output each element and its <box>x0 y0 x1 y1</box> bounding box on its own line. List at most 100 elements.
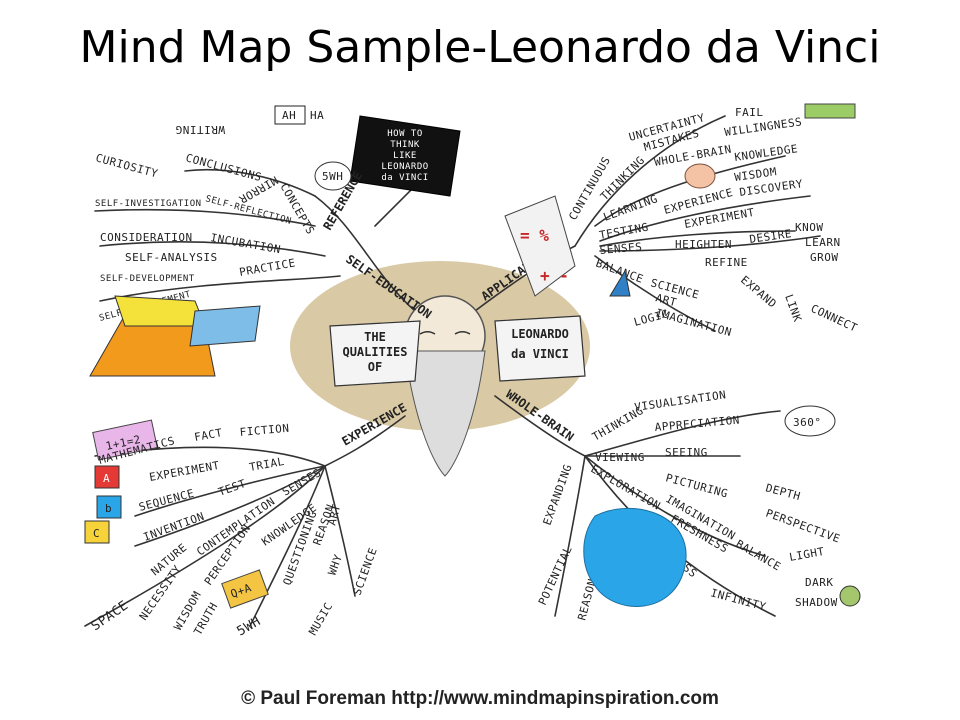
cube-a <box>94 465 120 489</box>
branch-incubation <box>99 241 326 257</box>
branch-space <box>84 465 326 627</box>
banner-left-line-2: QUALITIES <box>342 345 407 359</box>
label-wisdom: WISDOM <box>734 165 778 184</box>
label-self-analysis: SELF-ANALYSIS <box>125 251 218 264</box>
mind-map: THE QUALITIES OF LEONARDO da VINCI HOW T… <box>84 103 861 639</box>
pear-icon <box>839 585 861 607</box>
branch-truth <box>249 465 326 627</box>
label-fail: FAIL <box>735 106 764 119</box>
leonardo-face <box>404 295 486 477</box>
qa-box <box>221 569 269 609</box>
book-line-4: LEONARDO <box>381 162 428 172</box>
label-potential: POTENTIAL <box>536 544 575 608</box>
label-heighten: HEIGHTEN <box>675 238 732 251</box>
branch-conclusions <box>184 168 316 197</box>
branch-self-reflection <box>94 208 316 227</box>
book-line-2: THINK <box>390 140 420 150</box>
formula-paper-icon: = % + - <box>504 195 576 297</box>
label-space: SPACE <box>89 598 132 634</box>
branch-continuous <box>574 115 726 247</box>
branch-senses-right <box>599 235 821 252</box>
label-connect: CONNECT <box>809 302 860 335</box>
ah-box <box>274 105 306 125</box>
label-fiction: FICTION <box>239 422 290 439</box>
equation-block <box>92 419 158 461</box>
label-know: KNOW <box>795 221 824 234</box>
branch-self-education <box>314 195 416 312</box>
label-consideration: CONSIDERATION <box>100 231 193 244</box>
label-writing: WRITING <box>175 123 225 136</box>
degrees-bubble <box>784 405 836 437</box>
banner-left-line-1: THE <box>364 330 386 344</box>
label-trial: TRIAL <box>248 455 285 474</box>
label-invention: INVENTION <box>142 510 207 544</box>
label-concepts: CONCEPTS <box>277 181 317 237</box>
label-practice: PRACTICE <box>238 256 296 279</box>
books-stack-icon <box>89 295 261 377</box>
right-banner: LEONARDO da VINCI <box>494 315 586 382</box>
label-conclusions: CONCLUSIONS <box>184 151 263 184</box>
exploration-pool-icon <box>583 507 687 607</box>
label-viewing: VIEWING <box>595 451 645 464</box>
branch-learning <box>599 195 811 242</box>
label-self-development: SELF-DEVELOPMENT <box>100 274 195 284</box>
branch-visualisation <box>584 410 781 457</box>
label-dark: DARK <box>805 576 834 589</box>
branch-expanding <box>554 455 586 617</box>
label-visualisation: VISUALISATION <box>634 388 728 414</box>
label-senses-right: SENSES <box>599 240 643 257</box>
branch-sequence <box>134 465 326 517</box>
left-banner: THE QUALITIES OF <box>329 320 421 387</box>
label-ops: + - <box>540 266 569 285</box>
label-light: LIGHT <box>788 545 825 564</box>
label-shadow: SHADOW <box>795 596 838 609</box>
banner-right-line-2: da VINCI <box>511 347 569 361</box>
book-line-1: HOW TO <box>387 129 423 139</box>
label-incubation: INCUBATION <box>209 231 281 256</box>
label-cube-c: C <box>93 527 100 540</box>
book-icon: HOW TO THINK LIKE LEONARDO da VINCI <box>349 115 461 197</box>
credit-footer: © Paul Foreman http://www.mindmapinspira… <box>241 688 719 709</box>
label-degrees: 360° <box>793 416 822 429</box>
label-art-right: ART <box>654 291 678 309</box>
label-music: MUSIC <box>306 600 335 637</box>
label-5wh-bottom: 5WH <box>235 614 264 639</box>
branch-exploration <box>584 455 766 557</box>
label-test: TEST <box>217 477 248 499</box>
label-desire: DESIRE <box>749 227 793 246</box>
label-balance-bottom: BALANCE <box>734 537 784 573</box>
book-line-5: da VINCI <box>381 173 428 183</box>
fivewh-bubble <box>314 161 352 191</box>
banner-left-line-3: OF <box>368 360 382 374</box>
label-fact: FACT <box>193 426 223 444</box>
label-curiosity: CURIOSITY <box>94 151 159 180</box>
label-logic: LOGIC <box>632 307 670 329</box>
branch-invention <box>134 465 326 547</box>
checkbox-icon <box>804 103 856 119</box>
label-self-investigation: SELF-INVESTIGATION <box>95 199 202 209</box>
label-depth: DEPTH <box>764 481 802 503</box>
label-expand: EXPAND <box>738 273 779 310</box>
brain-icon <box>684 163 716 189</box>
label-appreciation: APPRECIATION <box>654 414 740 434</box>
label-art-left: ART <box>325 503 343 527</box>
label-ha: HA <box>310 109 324 122</box>
branch-thinking-right <box>594 155 786 227</box>
label-learn: LEARN <box>805 236 841 249</box>
label-seeing: SEEING <box>665 446 708 459</box>
branch-balance-right <box>594 255 716 332</box>
label-refine: REFINE <box>705 256 748 269</box>
cube-c <box>84 520 110 544</box>
label-infinity: INFINITY <box>709 586 767 613</box>
label-sequence: SEQUENCE <box>137 487 195 514</box>
label-5wh-top: 5WH <box>322 170 343 183</box>
label-link: LINK <box>782 293 804 324</box>
branch-reason-left <box>324 465 356 597</box>
label-formula: = % <box>520 226 549 245</box>
sailboat-icon <box>609 269 631 297</box>
branch-testing <box>599 230 796 247</box>
label-ah: AH <box>282 109 296 122</box>
label-science-left: SCIENCE <box>351 546 380 597</box>
label-experiment-left: EXPERIMENT <box>148 459 220 484</box>
page-title: Mind Map Sample-Leonardo da Vinci <box>79 22 881 73</box>
